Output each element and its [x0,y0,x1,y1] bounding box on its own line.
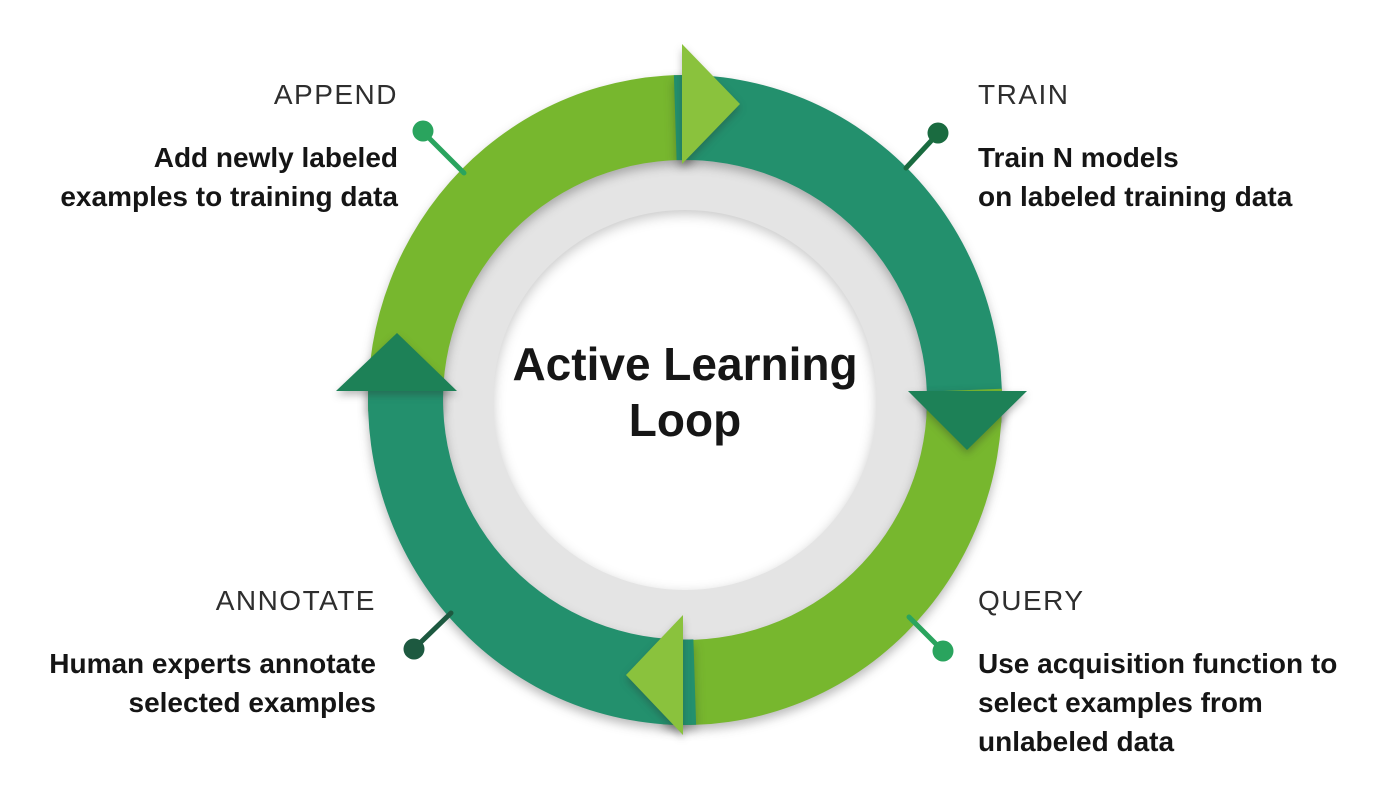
stage-train-block: TRAIN Train N models on labeled training… [978,78,1292,216]
stage-append-label: APPEND [273,79,398,110]
stage-annotate-desc: Human experts annotate selected examples [49,644,376,722]
annotate-arrowhead [336,333,457,391]
loop-title-line2: Loop [628,394,742,446]
stage-annotate-block: ANNOTATE Human experts annotate selected… [49,584,376,722]
stage-desc-line: selected examples [128,687,377,718]
train-arc-segment [673,75,1002,423]
loop-title-line1: Active Learning [512,338,858,390]
stage-query-desc: Use acquisition function to select examp… [978,644,1337,761]
stage-append-desc: Add newly labeled examples to training d… [60,138,398,216]
annotate-callout-line [418,610,454,645]
stage-annotate-label: ANNOTATE [215,585,376,616]
train-arrowhead [908,391,1027,450]
append-arrowhead [682,44,740,164]
append-callout-line [426,135,467,176]
stage-append-block: APPEND Add newly labeled examples to tra… [60,78,398,216]
stage-desc-line: unlabeled data [978,726,1175,757]
append-callout-dot [412,120,434,142]
loop-title: Active Learning Loop [435,336,935,448]
query-callout-line [906,614,939,647]
stage-desc-line: on labeled training data [978,181,1293,212]
query-arrowhead [626,615,683,735]
stage-train-desc: Train N models on labeled training data [978,138,1292,216]
stage-desc-line: examples to training data [60,181,398,212]
annotate-callout-dot [403,638,425,660]
stage-desc-line: Use acquisition function to [978,648,1338,679]
stage-desc-line: Add newly labeled [153,142,398,173]
query-callout-dot [932,640,954,662]
stage-desc-line: select examples from [978,687,1263,718]
stage-query-block: QUERY Use acquisition function to select… [978,584,1337,761]
stage-desc-line: Train N models [978,142,1179,173]
stage-train-label: TRAIN [978,79,1070,110]
annotate-arc-segment [368,377,697,725]
append-arc-segment [368,75,697,412]
stage-query-label: QUERY [978,585,1085,616]
stage-desc-line: Human experts annotate [49,648,376,679]
train-callout-line [903,138,934,171]
query-arc-segment [662,388,1002,725]
train-callout-dot [927,122,949,144]
